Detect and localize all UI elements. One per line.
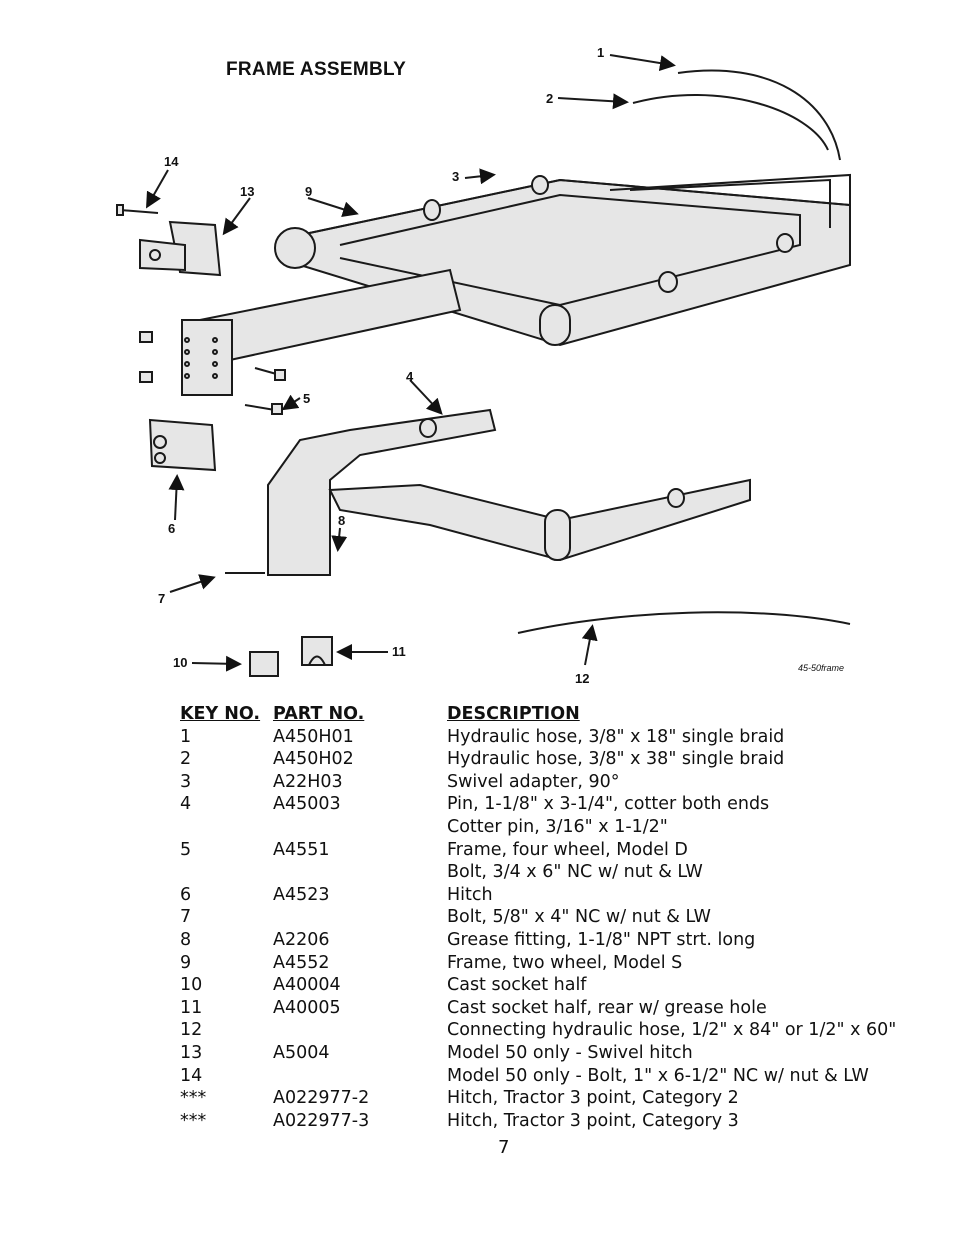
- description-cell: Hydraulic hose, 3/8" x 38" single braid: [447, 749, 785, 770]
- key-cell: ***: [180, 1110, 207, 1131]
- key-cell: ***: [180, 1088, 207, 1109]
- description-cell: Bolt, 3/4 x 6" NC w/ nut & LW: [447, 862, 703, 883]
- callout-9: 9: [305, 184, 312, 199]
- description-cell: Hitch, Tractor 3 point, Category 3: [447, 1110, 739, 1131]
- callout-1: 1: [597, 45, 604, 60]
- table-row: 9 A4552 Frame, two wheel, Model S: [180, 952, 900, 975]
- part-cell: A4552: [273, 952, 330, 973]
- part-cell: A45003: [273, 794, 341, 815]
- description-cell: Pin, 1-1/8" x 3-1/4", cotter both ends: [447, 794, 770, 815]
- table-row: 10 A40004 Cast socket half: [180, 974, 900, 997]
- hydraulic-hoses: [517, 69, 851, 634]
- description-cell: Hydraulic hose, 3/8" x 18" single braid: [447, 726, 785, 747]
- header-key: KEY NO.: [180, 704, 261, 724]
- description-cell: Frame, two wheel, Model S: [447, 952, 683, 973]
- key-cell: 4: [180, 794, 192, 815]
- frame-assembly-diagram: 1 2 3 4 5 6 7 8 9 10 11 12 13 14: [116, 45, 851, 686]
- callout-6: 6: [168, 521, 175, 536]
- part-cell: A4551: [273, 839, 330, 860]
- description-cell: Connecting hydraulic hose, 1/2" x 84" or…: [447, 1020, 897, 1041]
- callout-7: 7: [158, 591, 165, 606]
- callout-5: 5: [303, 391, 310, 406]
- part-cell: A4523: [273, 884, 330, 905]
- part-cell: A450H02: [273, 749, 354, 770]
- part-cell: A40005: [273, 997, 341, 1018]
- description-cell: Swivel adapter, 90°: [447, 771, 620, 792]
- description-cell: Model 50 only - Swivel hitch: [447, 1042, 693, 1063]
- callout-4: 4: [406, 369, 414, 384]
- table-header: KEY NO. PART NO. DESCRIPTION: [180, 703, 900, 726]
- description-cell: Cast socket half, rear w/ grease hole: [447, 997, 767, 1018]
- page-number: 7: [498, 1137, 510, 1158]
- page-title: FRAME ASSEMBLY: [226, 59, 407, 80]
- two-wheel-frame: [181, 173, 851, 396]
- callout-2: 2: [546, 91, 553, 106]
- description-cell: Hitch: [447, 884, 493, 905]
- bolts: [139, 331, 286, 415]
- description-cell: Cotter pin, 3/16" x 1-1/2": [447, 816, 668, 837]
- key-cell: 13: [180, 1042, 203, 1063]
- header-description: DESCRIPTION: [447, 704, 580, 724]
- part-cell: A022977-2: [273, 1088, 370, 1109]
- key-cell: 7: [180, 907, 192, 928]
- table-row: 8 A2206 Grease fitting, 1-1/8" NPT strt. l…: [180, 929, 900, 952]
- part-cell: A5004: [273, 1042, 330, 1063]
- table-row: 13 A5004 Model 50 only - Swivel hitch: [180, 1042, 900, 1065]
- table-row: 7 Bolt, 5/8" x 4" NC w/ nut & LW: [180, 906, 900, 929]
- part-cell: A450H01: [273, 726, 354, 747]
- callout-3: 3: [452, 169, 459, 184]
- table-row: *** A022977-2 Hitch, Tractor 3 point, Cate…: [180, 1087, 900, 1110]
- table-row: 11 A40005 Cast socket half, rear w/ grease…: [180, 997, 900, 1020]
- table-row: 1 A450H01 Hydraulic hose, 3/8" x 18" singl…: [180, 726, 900, 749]
- part-cell: A2206: [273, 929, 330, 950]
- description-cell: Frame, four wheel, Model D: [447, 839, 688, 860]
- callout-8: 8: [338, 513, 345, 528]
- description-cell: Hitch, Tractor 3 point, Category 2: [447, 1088, 739, 1109]
- key-cell: 12: [180, 1020, 203, 1041]
- header-part: PART NO.: [273, 704, 365, 724]
- description-cell: Bolt, 5/8" x 4" NC w/ nut & LW: [447, 907, 711, 928]
- diagram-reference: 45-50frame: [798, 663, 845, 673]
- table-row: 4 A45003 Pin, 1-1/8" x 3-1/4", cotter both…: [180, 793, 900, 816]
- description-cell: Cast socket half: [447, 975, 587, 996]
- key-cell: 5: [180, 839, 192, 860]
- swivel-hitch: [116, 204, 222, 277]
- key-cell: 8: [180, 929, 192, 950]
- table-row: Cotter pin, 3/16" x 1-1/2": [180, 816, 900, 839]
- key-cell: 10: [180, 975, 203, 996]
- socket-halves: [249, 636, 333, 677]
- callout-14: 14: [164, 154, 179, 169]
- key-cell: 6: [180, 884, 192, 905]
- table-row: 6 A4523 Hitch: [180, 884, 900, 907]
- table-body: 1 A450H01 Hydraulic hose, 3/8" x 18" singl…: [180, 726, 900, 1133]
- callout-10: 10: [173, 655, 187, 670]
- table-row: *** A022977-3 Hitch, Tractor 3 point, Cate…: [180, 1110, 900, 1133]
- part-cell: A22H03: [273, 771, 343, 792]
- table-row: 14 Model 50 only - Bolt, 1" x 6-1/2" NC w…: [180, 1065, 900, 1088]
- description-cell: Grease fitting, 1-1/8" NPT strt. long: [447, 929, 756, 950]
- four-wheel-frame: [225, 408, 751, 576]
- key-cell: 3: [180, 771, 192, 792]
- hitch: [148, 418, 217, 472]
- callout-12: 12: [575, 671, 589, 686]
- key-cell: 11: [180, 997, 203, 1018]
- table-row: Bolt, 3/4 x 6" NC w/ nut & LW: [180, 861, 900, 884]
- table-row: 5 A4551 Frame, four wheel, Model D: [180, 839, 900, 862]
- key-cell: 14: [180, 1065, 203, 1086]
- key-cell: 1: [180, 726, 192, 747]
- key-cell: 2: [180, 749, 192, 770]
- key-cell: 9: [180, 952, 192, 973]
- table-row: 2 A450H02 Hydraulic hose, 3/8" x 38" singl…: [180, 748, 900, 771]
- part-cell: A022977-3: [273, 1110, 370, 1131]
- callout-13: 13: [240, 184, 254, 199]
- table-row: 3 A22H03 Swivel adapter, 90°: [180, 771, 900, 794]
- table-row: 12 Connecting hydraulic hose, 1/2" x 84" …: [180, 1019, 900, 1042]
- description-cell: Model 50 only - Bolt, 1" x 6-1/2" NC w/ …: [447, 1065, 869, 1086]
- callout-11: 11: [392, 644, 406, 659]
- part-cell: A40004: [273, 975, 341, 996]
